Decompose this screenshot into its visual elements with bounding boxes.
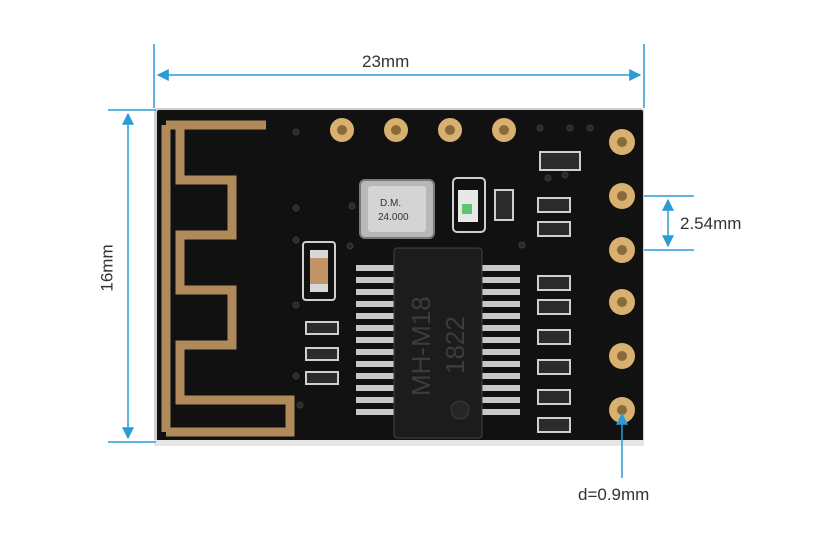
- smd-components: [305, 151, 581, 433]
- vias: [292, 124, 594, 409]
- led-component: [452, 177, 486, 233]
- side-pads: [609, 129, 635, 423]
- height-dimension-label: 16mm: [97, 244, 117, 292]
- crystal-text-line2: 24.000: [378, 212, 409, 223]
- top-pads: [330, 118, 516, 142]
- pitch-dimension-label: 2.54mm: [680, 214, 742, 233]
- hole-diameter-label: d=0.9mm: [578, 485, 650, 504]
- board-edge: [154, 440, 644, 446]
- crystal-oscillator: [359, 179, 435, 239]
- dimension-lines: [108, 44, 694, 478]
- width-dimension-label: 23mm: [362, 52, 410, 71]
- chip-text-line1: MH-M18: [406, 296, 436, 396]
- capacitor: [302, 241, 336, 301]
- chip-text-line2: 1822: [440, 316, 470, 374]
- antenna-trace: [161, 120, 295, 437]
- chip-pins: [356, 265, 520, 415]
- crystal-text-line1: D.M.: [380, 198, 401, 209]
- main-chip: [393, 247, 483, 439]
